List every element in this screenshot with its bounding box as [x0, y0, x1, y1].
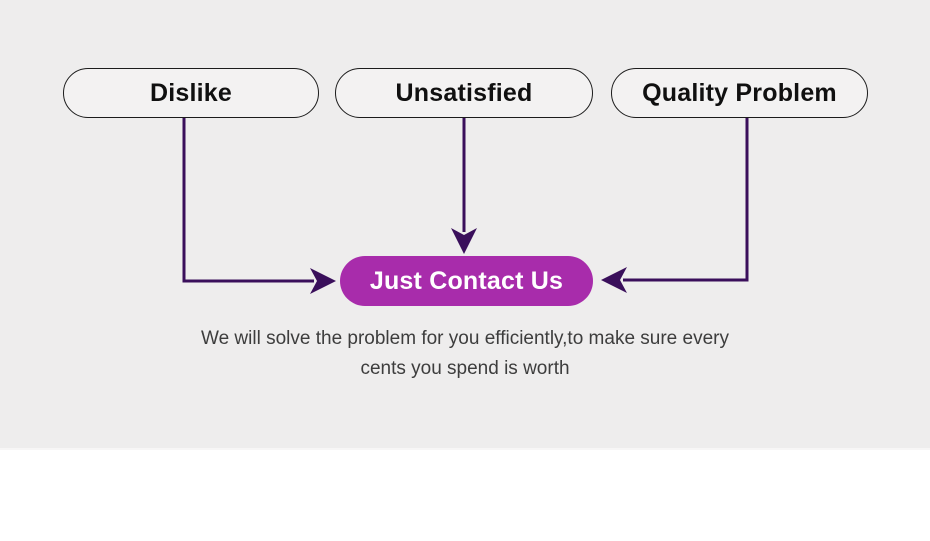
node-label-unsatisfied: Unsatisfied	[395, 78, 533, 107]
node-label-dislike: Dislike	[149, 78, 232, 107]
node-pill-dislike: Dislike	[63, 68, 319, 118]
node-pill-quality-problem: Quality Problem	[611, 68, 868, 118]
bottom-white-area	[0, 452, 930, 541]
arrow-down-icon	[451, 118, 477, 254]
just-contact-us-button[interactable]: Just Contact Us	[340, 256, 593, 306]
description: We will solve the problem for you effici…	[0, 324, 930, 384]
arrow-right-icon	[182, 118, 336, 294]
node-label-quality-problem: Quality Problem	[642, 78, 837, 107]
arrow-left-icon	[601, 118, 749, 293]
diagram-stage: Dislike Unsatisfied Quality Problem	[0, 0, 930, 450]
node-pill-unsatisfied: Unsatisfied	[335, 68, 593, 118]
description-line-1: We will solve the problem for you effici…	[200, 328, 729, 349]
description-line-2: cents you spend is worth	[360, 358, 570, 379]
